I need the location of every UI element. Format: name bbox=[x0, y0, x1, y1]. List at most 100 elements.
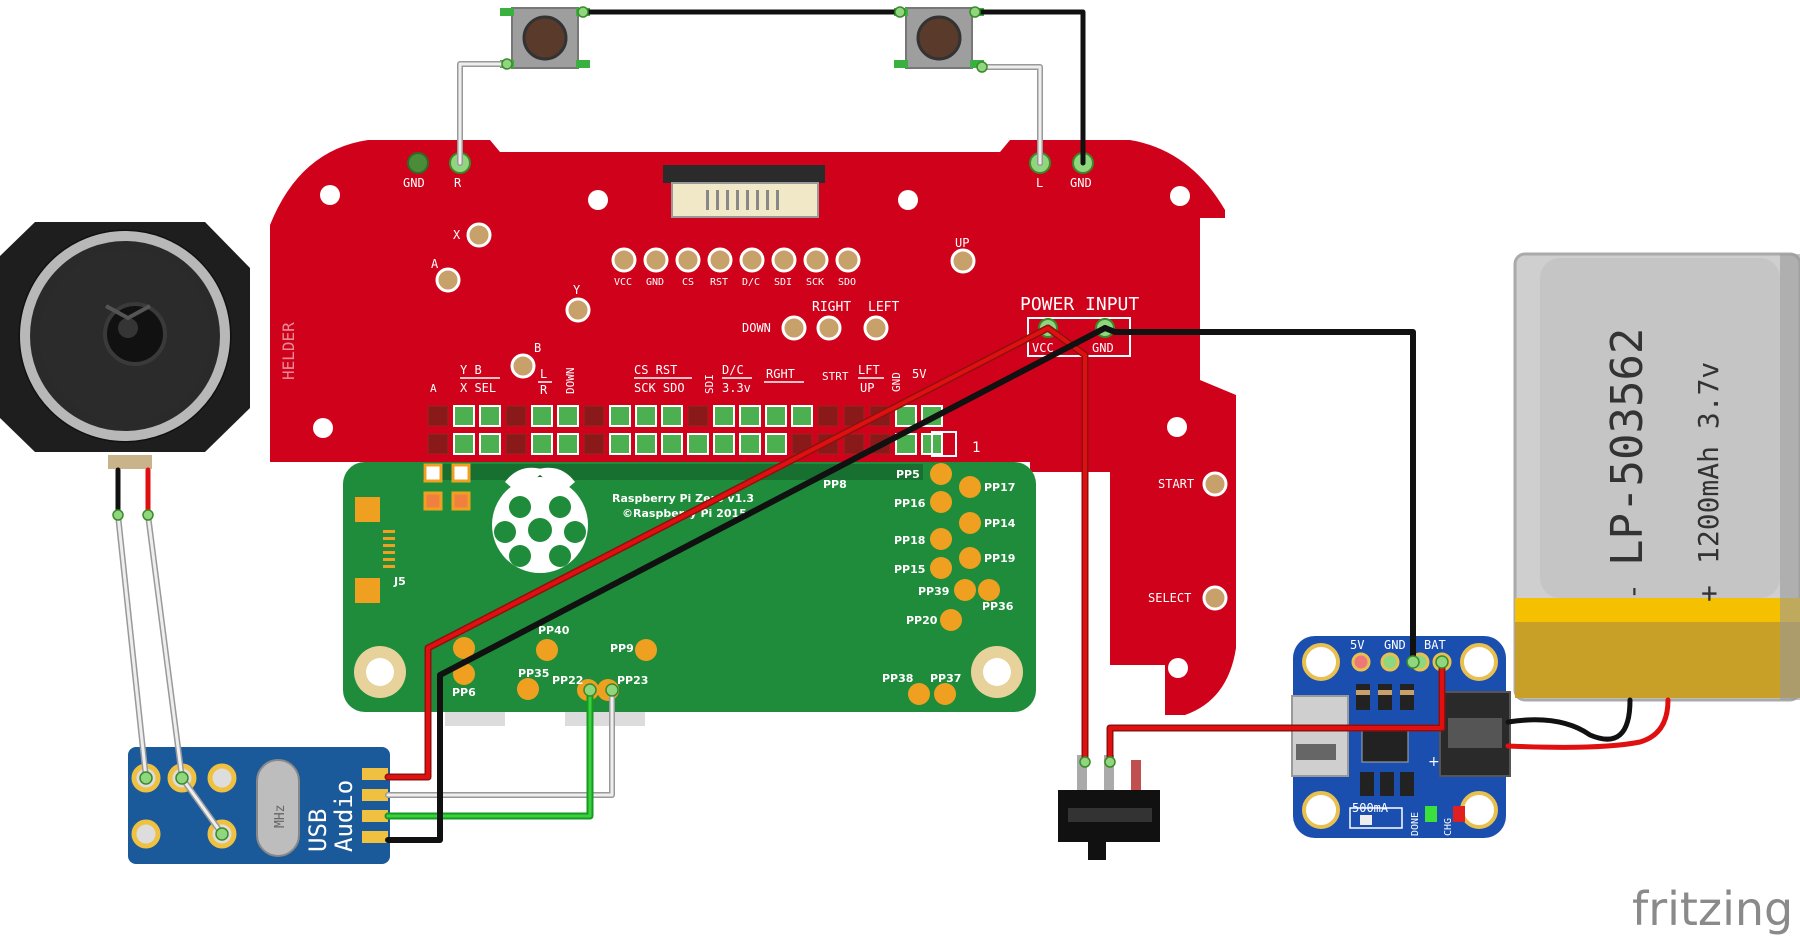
header-pin bbox=[557, 405, 579, 427]
pad-pp36: PP36 bbox=[982, 600, 1014, 613]
pin-one-label: 1 bbox=[972, 440, 980, 456]
label-start: START bbox=[1158, 477, 1194, 491]
label-gnd-right: GND bbox=[1070, 176, 1092, 190]
battery-plus: + bbox=[1692, 585, 1725, 602]
header-pin bbox=[661, 405, 683, 427]
label-right: RIGHT bbox=[812, 300, 851, 315]
pad-pp9: PP9 bbox=[610, 642, 634, 655]
hdr-sck-sdo: SCK SDO bbox=[634, 381, 685, 395]
header-pin bbox=[427, 433, 449, 455]
usb-audio-label-2: Audio bbox=[330, 780, 358, 852]
raspberry-pi-zero: J5 Raspberry Pi Zero v1.3 ©Raspberry Pi … bbox=[343, 462, 1036, 726]
pad-pp40: PP40 bbox=[538, 624, 570, 637]
label-power-vcc: VCC bbox=[1032, 341, 1054, 355]
hdr-yb: Y B bbox=[460, 363, 482, 377]
charger-board: 5V GND BAT 500mA DONE CHG + bbox=[1291, 636, 1511, 838]
header-pin bbox=[635, 405, 657, 427]
charger-pin-gnd: GND bbox=[1384, 638, 1406, 652]
label-y: Y bbox=[573, 283, 581, 297]
raspberry-logo-icon bbox=[492, 467, 588, 573]
pad-pp23: PP23 bbox=[617, 674, 648, 687]
pad-pp39: PP39 bbox=[918, 585, 949, 598]
label-r: R bbox=[454, 176, 462, 190]
pad-pp35: PP35 bbox=[518, 667, 549, 680]
usb-audio-adapter: MHz USB Audio bbox=[128, 747, 390, 864]
lcd-pin-sdo: SDO bbox=[838, 277, 856, 288]
charger-pin-5v: 5V bbox=[1350, 638, 1364, 652]
label-helder: HELDER bbox=[279, 322, 298, 380]
pad-pp38: PP38 bbox=[882, 672, 913, 685]
charger-current: 500mA bbox=[1352, 801, 1389, 815]
hdr-5v: 5V bbox=[912, 367, 926, 381]
header-pin bbox=[427, 405, 449, 427]
header-pin bbox=[687, 433, 709, 455]
lcd-pin-gnd: GND bbox=[646, 277, 664, 288]
label-down: DOWN bbox=[742, 321, 771, 335]
header-pin bbox=[531, 433, 553, 455]
fritzing-watermark: fritzing bbox=[1632, 882, 1793, 936]
pad-pp15: PP15 bbox=[894, 563, 925, 576]
pad-pp19: PP19 bbox=[984, 552, 1015, 565]
pad-pp37: PP37 bbox=[930, 672, 961, 685]
lcd-pin-vcc: VCC bbox=[614, 277, 632, 288]
header-pin bbox=[843, 433, 865, 455]
label-l: L bbox=[1036, 176, 1043, 190]
header-pin bbox=[505, 405, 527, 427]
pad-pp17: PP17 bbox=[984, 481, 1015, 494]
pad-pp6: PP6 bbox=[452, 686, 476, 699]
lcd-pin-sdi: SDI bbox=[774, 277, 792, 288]
charger-pin-bat: BAT bbox=[1424, 638, 1446, 652]
hdr-down: DOWN bbox=[564, 368, 577, 395]
pad-pp5: PP5 bbox=[896, 468, 920, 481]
label-b: B bbox=[534, 341, 541, 355]
header-pin bbox=[505, 433, 527, 455]
header-pin bbox=[895, 405, 917, 427]
lcd-pin-dc: D/C bbox=[742, 277, 760, 288]
hdr-rght: RGHT bbox=[766, 367, 795, 381]
pad-pp14: PP14 bbox=[984, 517, 1016, 530]
pad-pp20: PP20 bbox=[906, 614, 938, 627]
pi-j5-label: J5 bbox=[393, 575, 406, 588]
header-pin bbox=[531, 405, 553, 427]
header-pin bbox=[583, 405, 605, 427]
header-pin bbox=[609, 405, 631, 427]
battery-model: LP-503562 bbox=[1602, 328, 1653, 566]
gnd-left-pad bbox=[407, 152, 429, 174]
header-pin bbox=[609, 433, 631, 455]
header-pin bbox=[765, 433, 787, 455]
tactile-button-right bbox=[894, 7, 984, 69]
hdr-sdi: SDI bbox=[703, 374, 716, 394]
header-pin bbox=[687, 405, 709, 427]
slide-switch bbox=[1058, 755, 1160, 860]
lcd-pin-sck: SCK bbox=[806, 277, 824, 288]
header-pin bbox=[739, 405, 761, 427]
hdr-dc: D/C bbox=[722, 363, 744, 377]
wires bbox=[112, 6, 1671, 843]
game-hat-board: GND R L GND HELDER X A Y B UP DOWN RIGHT… bbox=[270, 140, 1236, 715]
lcd-pin-cs: CS bbox=[682, 277, 694, 288]
header-pin bbox=[479, 405, 501, 427]
header-pin bbox=[453, 405, 475, 427]
hdr-a: A bbox=[430, 382, 437, 395]
hdr-r: R bbox=[540, 383, 548, 397]
wire-buttons-white bbox=[457, 61, 1043, 166]
header-pin bbox=[583, 433, 605, 455]
battery-minus: - bbox=[1616, 583, 1649, 600]
label-up: UP bbox=[955, 236, 969, 250]
hdr-up: UP bbox=[860, 381, 874, 395]
label-power-gnd: GND bbox=[1092, 341, 1114, 355]
hdr-l: L bbox=[540, 367, 547, 381]
pad-pp8: PP8 bbox=[823, 478, 847, 491]
speaker bbox=[0, 222, 250, 469]
hdr-3v3: 3.3v bbox=[722, 381, 751, 395]
lcd-pin-rst: RST bbox=[710, 277, 728, 288]
battery-capacity: 1200mAh 3.7v bbox=[1692, 362, 1725, 564]
pad-pp18: PP18 bbox=[894, 534, 925, 547]
lipo-battery: LP-503562 1200mAh 3.7v - + bbox=[1513, 252, 1800, 702]
header-pin bbox=[479, 433, 501, 455]
label-left: LEFT bbox=[868, 300, 899, 315]
label-a: A bbox=[431, 257, 439, 271]
header-pin bbox=[791, 405, 813, 427]
pad-pp16: PP16 bbox=[894, 497, 926, 510]
